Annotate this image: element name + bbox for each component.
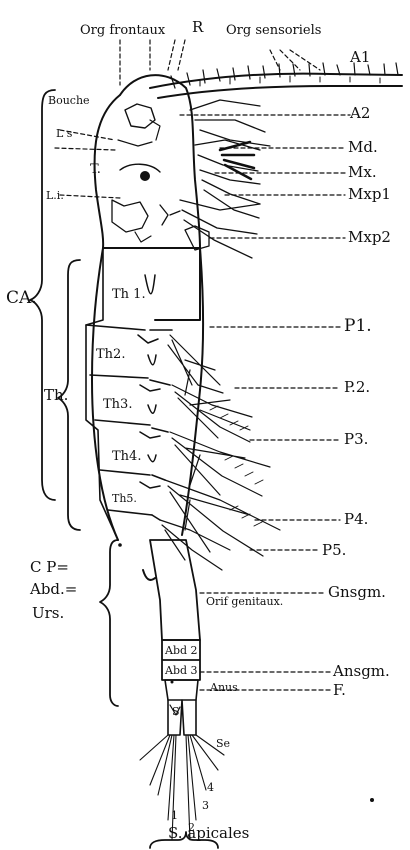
head (95, 75, 200, 248)
label-s-apicales: S. apicales (168, 826, 249, 841)
label-a2: A2 (350, 106, 370, 121)
label-p3: P3. (344, 432, 368, 447)
label-p2: P.2. (344, 380, 370, 395)
label-seta-1: 1 (171, 810, 178, 821)
label-p1: P1. (344, 318, 372, 335)
label-segment-abd2: Abd 2 (165, 645, 198, 656)
cephalic-appendages (160, 100, 270, 258)
label-segment-th1: Th 1. (112, 288, 146, 301)
label-bouche: Bouche (48, 95, 90, 106)
label-p5: P5. (322, 543, 346, 558)
label-th: Th. (44, 388, 68, 403)
thoracic-legs (160, 335, 280, 570)
label-mx: Mx. (348, 165, 377, 180)
label-urs: Urs. (32, 606, 64, 621)
label-ls: L s (56, 128, 72, 139)
label-segment-s: S (172, 706, 180, 717)
label-md: Md. (348, 140, 378, 155)
label-segment-abd3: Abd 3 (165, 665, 198, 676)
label-segment-se: Se (216, 738, 230, 749)
label-gnsgm: Gnsgm. (328, 585, 386, 600)
label-org-sensoriels: Org sensoriels (226, 24, 321, 37)
label-li: L.i. (46, 190, 64, 201)
label-orif-genitaux: Orif genitaux. (206, 596, 283, 607)
label-seta-4: 4 (207, 782, 214, 793)
label-segment-th2: Th2. (96, 348, 125, 361)
label-cp: C P= (30, 560, 69, 575)
label-a1: A1 (350, 50, 370, 65)
label-seta-3: 3 (202, 800, 209, 811)
label-mxp1: Mxp1 (348, 187, 391, 202)
label-r: R (192, 20, 203, 35)
label-abd: Abd.= (30, 582, 77, 597)
label-org-frontaux: Org frontaux (80, 24, 165, 37)
label-ca: CA. (6, 290, 37, 307)
label-segment-th3: Th3. (103, 398, 132, 411)
label-f: F. (333, 683, 346, 698)
label-segment-th5: Th5. (112, 493, 137, 504)
label-p4: P4. (344, 512, 368, 527)
label-anus: Anus (210, 682, 238, 693)
label-t: T. (90, 163, 101, 176)
label-mxp2: Mxp2 (348, 230, 391, 245)
label-segment-th4: Th4. (112, 450, 141, 463)
label-ansgm: Ansgm. (333, 664, 390, 679)
